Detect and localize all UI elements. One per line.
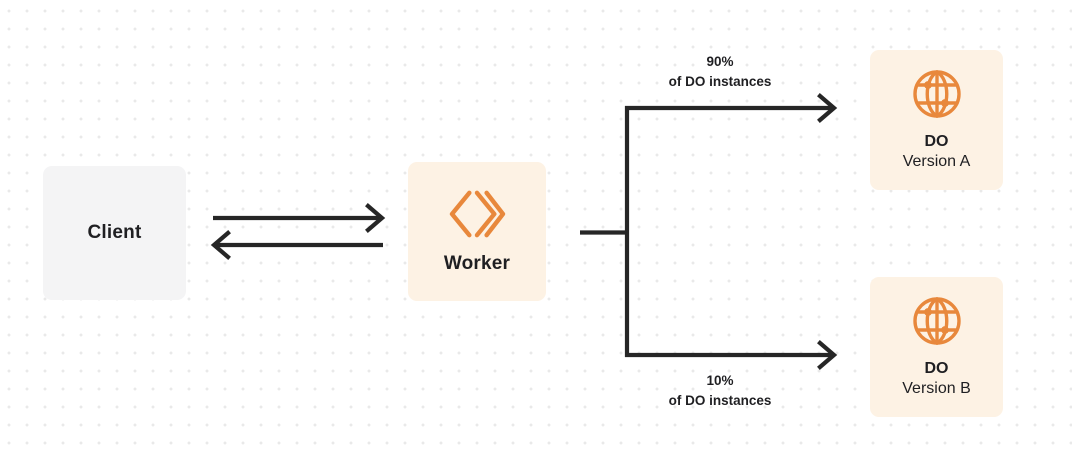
edge-label-do-b-text: of DO instances [668,392,772,408]
globe-icon [911,295,963,347]
node-worker[interactable]: Worker [408,162,546,301]
node-do-b-label: DO [924,360,949,378]
arrow-worker-to-do-a [625,93,838,123]
edge-label-do-b: 10% of DO instances [598,371,842,410]
node-client[interactable]: Client [43,166,186,300]
arrow-worker-to-client [210,230,383,260]
arrow-worker-to-do-b [625,340,838,370]
node-worker-label: Worker [443,252,511,274]
node-do-a-label: DO [924,133,949,151]
branch-trunk [580,106,630,357]
cloudflare-workers-icon [448,189,506,239]
edge-label-do-b-percent: 10% [706,373,734,388]
node-do-version-b[interactable]: DO Version B [870,277,1003,417]
node-do-b-sublabel: Version B [902,380,971,397]
arrow-client-to-worker [213,203,386,233]
node-do-version-a[interactable]: DO Version A [870,50,1003,190]
edge-label-do-a-text: of DO instances [668,73,772,89]
node-client-label: Client [87,222,142,243]
globe-icon [911,68,963,120]
edge-label-do-a-percent: 90% [706,54,734,69]
node-do-a-sublabel: Version A [902,153,971,170]
edge-label-do-a: 90% of DO instances [598,52,842,91]
